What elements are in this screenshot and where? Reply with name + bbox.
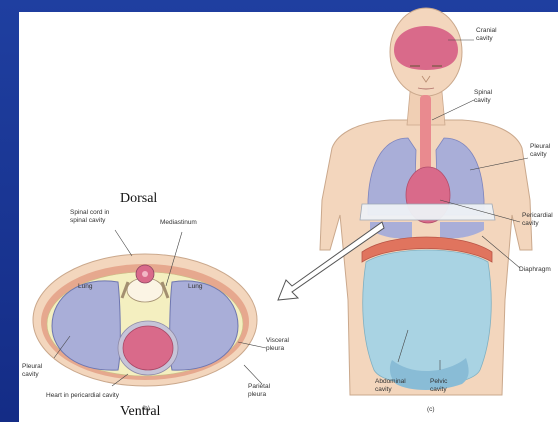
label-pericardial-line1: Pericardial [522, 212, 553, 220]
label-parietal-line1: Parietal [248, 383, 270, 391]
label-abdominal-cavity: Abdominal cavity [375, 378, 406, 394]
label-lung-right: Lung [188, 283, 202, 291]
label-panel-c: (c) [427, 406, 435, 414]
label-dorsal: Dorsal [120, 191, 157, 207]
label-visceral-pleura: Visceral pleura [266, 337, 289, 353]
label-pleural-left-line2: cavity [22, 371, 42, 379]
label-pericardial-line2: cavity [522, 220, 553, 228]
label-heart: Heart in pericardial cavity [46, 392, 119, 400]
label-parietal-line2: pleura [248, 391, 270, 399]
label-mediastinum: Mediastinum [160, 219, 197, 227]
label-pelvic-line1: Pelvic [430, 378, 447, 386]
label-pleural-right-line1: Pleural [530, 143, 550, 151]
label-abdominal-line2: cavity [375, 386, 406, 394]
label-pleural-right-line2: cavity [530, 151, 550, 159]
label-abdominal-line1: Abdominal [375, 378, 406, 386]
label-parietal-pleura: Parietal pleura [248, 383, 270, 399]
label-cranial-line2: cavity [476, 35, 497, 43]
label-lung-left: Lung [78, 283, 92, 291]
section-heart [123, 326, 173, 370]
label-spinal-cord-line1: Spinal cord in [70, 209, 109, 217]
label-pleural-cavity-right: Pleural cavity [530, 143, 550, 159]
label-spinal-cord: Spinal cord in spinal cavity [70, 209, 109, 225]
label-visceral-line2: pleura [266, 345, 289, 353]
label-cranial-cavity: Cranial cavity [476, 27, 497, 43]
label-visceral-line1: Visceral [266, 337, 289, 345]
label-spinal-line1: Spinal [474, 89, 492, 97]
label-cranial-line1: Cranial [476, 27, 497, 35]
label-pleural-left-line1: Pleural [22, 363, 42, 371]
label-spinal-cord-line2: spinal cavity [70, 217, 109, 225]
label-pleural-cavity-left: Pleural cavity [22, 363, 42, 379]
cranial-cavity [394, 26, 458, 70]
label-diaphragm: Diaphragm [519, 266, 551, 274]
label-ventral: Ventral [120, 404, 160, 420]
label-spinal-line2: cavity [474, 97, 492, 105]
label-pericardial-cavity: Pericardial cavity [522, 212, 553, 228]
abdominal-cavity [363, 250, 492, 385]
transverse-section [33, 230, 266, 386]
label-pelvic-line2: cavity [430, 386, 447, 394]
torso-figure [320, 8, 532, 395]
label-spinal-cavity: Spinal cavity [474, 89, 492, 105]
spinal-cord-center [142, 271, 148, 277]
label-pelvic-cavity: Pelvic cavity [430, 378, 447, 394]
section-plane [360, 204, 495, 220]
spinal-cavity [420, 95, 431, 175]
